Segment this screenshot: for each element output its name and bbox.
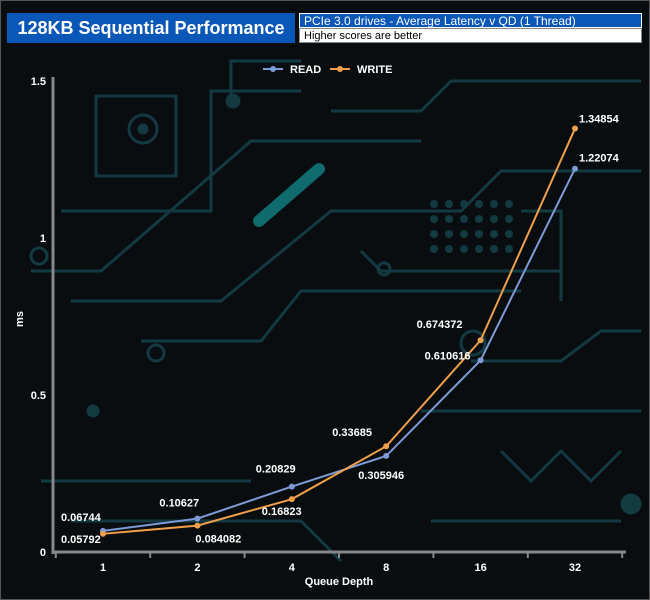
data-point-write — [100, 530, 106, 537]
circuit-dot — [505, 200, 513, 208]
x-tick-label: 2 — [194, 562, 200, 574]
y-tick-label: 0.5 — [31, 390, 46, 402]
circuit-dot — [490, 230, 498, 238]
data-point-read — [572, 165, 578, 172]
data-point-write — [383, 443, 390, 450]
circuit-dot — [460, 230, 468, 238]
circuit-dot — [475, 245, 483, 253]
circuit-dots — [430, 200, 513, 253]
subtitle-panel: PCIe 3.0 drives - Average Latency v QD (… — [299, 13, 642, 43]
legend: READ WRITE — [263, 64, 392, 76]
data-label-write: 0.674372 — [417, 319, 463, 331]
circuit-dot — [460, 200, 468, 208]
x-tick-label: 32 — [569, 562, 581, 574]
legend-label: WRITE — [357, 64, 392, 76]
circuit-dot — [445, 200, 453, 208]
x-tick-label: 4 — [289, 562, 296, 574]
circuit-dot — [430, 215, 438, 223]
circuit-dot — [490, 215, 498, 223]
data-label-write: 1.34854 — [579, 114, 620, 126]
circuit-dot — [430, 230, 438, 238]
circuit-dot — [430, 245, 438, 253]
data-labels: 0.06744 0.10627 0.20829 0.305946 0.610616 1.2… — [61, 114, 620, 546]
data-point-read — [288, 483, 295, 490]
circuit-dot — [460, 215, 468, 223]
chart-subtitle: PCIe 3.0 drives - Average Latency v QD (… — [299, 13, 642, 28]
data-label-read: 0.06744 — [61, 512, 102, 524]
circuit-dot — [505, 215, 513, 223]
x-tick-label: 16 — [474, 562, 486, 574]
data-point-write — [194, 522, 201, 529]
data-point-write — [572, 125, 578, 132]
data-label-read: 1.22074 — [579, 153, 620, 165]
data-label-write: 0.16823 — [262, 506, 302, 518]
chart-title: 128KB Sequential Performance — [7, 13, 295, 43]
x-axis-label: Queue Depth — [305, 576, 374, 588]
y-tick-labels: 0 0.5 1 1.5 — [31, 76, 46, 559]
series-line-read — [102, 168, 576, 532]
circuit-dot — [445, 230, 453, 238]
data-point-read — [383, 452, 390, 459]
circuit-dot — [460, 245, 468, 253]
x-tick-label: 1 — [100, 562, 106, 574]
data-label-read: 0.610616 — [425, 350, 471, 362]
series-line-write — [102, 128, 576, 535]
circuit-dot — [445, 215, 453, 223]
data-label-write: 0.33685 — [332, 427, 372, 439]
circuit-dot — [490, 245, 498, 253]
circuit-dot — [475, 200, 483, 208]
data-point-read — [477, 357, 484, 364]
circuit-dot — [505, 245, 513, 253]
y-tick-label: 1 — [40, 233, 46, 245]
legend-label: READ — [290, 64, 321, 76]
y-tick-label: 0 — [40, 547, 46, 559]
x-tick-labels: 1 2 4 8 16 32 — [54, 552, 624, 574]
data-point-read — [194, 515, 201, 522]
circuit-dot — [445, 245, 453, 253]
y-tick-label: 1.5 — [31, 76, 46, 88]
x-tick-label: 8 — [383, 562, 389, 574]
data-label-read: 0.305946 — [358, 470, 404, 482]
circuit-dot — [505, 230, 513, 238]
circuit-dot — [475, 215, 483, 223]
legend-marker — [270, 66, 276, 72]
circuit-dot — [430, 200, 438, 208]
series-layer — [100, 125, 578, 537]
circuit-background — [29, 59, 642, 563]
data-label-read: 0.20829 — [256, 464, 296, 476]
data-label-write: 0.084082 — [195, 534, 241, 546]
data-label-read: 0.10627 — [159, 498, 199, 510]
circuit-dot — [490, 200, 498, 208]
legend-marker — [337, 66, 343, 72]
data-point-write — [288, 496, 295, 503]
chart-note: Higher scores are better — [299, 28, 642, 43]
circuit-dot — [475, 230, 483, 238]
y-axis-label: ms — [14, 311, 26, 327]
data-point-write — [477, 337, 484, 344]
data-label-write: 0.05792 — [61, 534, 101, 546]
